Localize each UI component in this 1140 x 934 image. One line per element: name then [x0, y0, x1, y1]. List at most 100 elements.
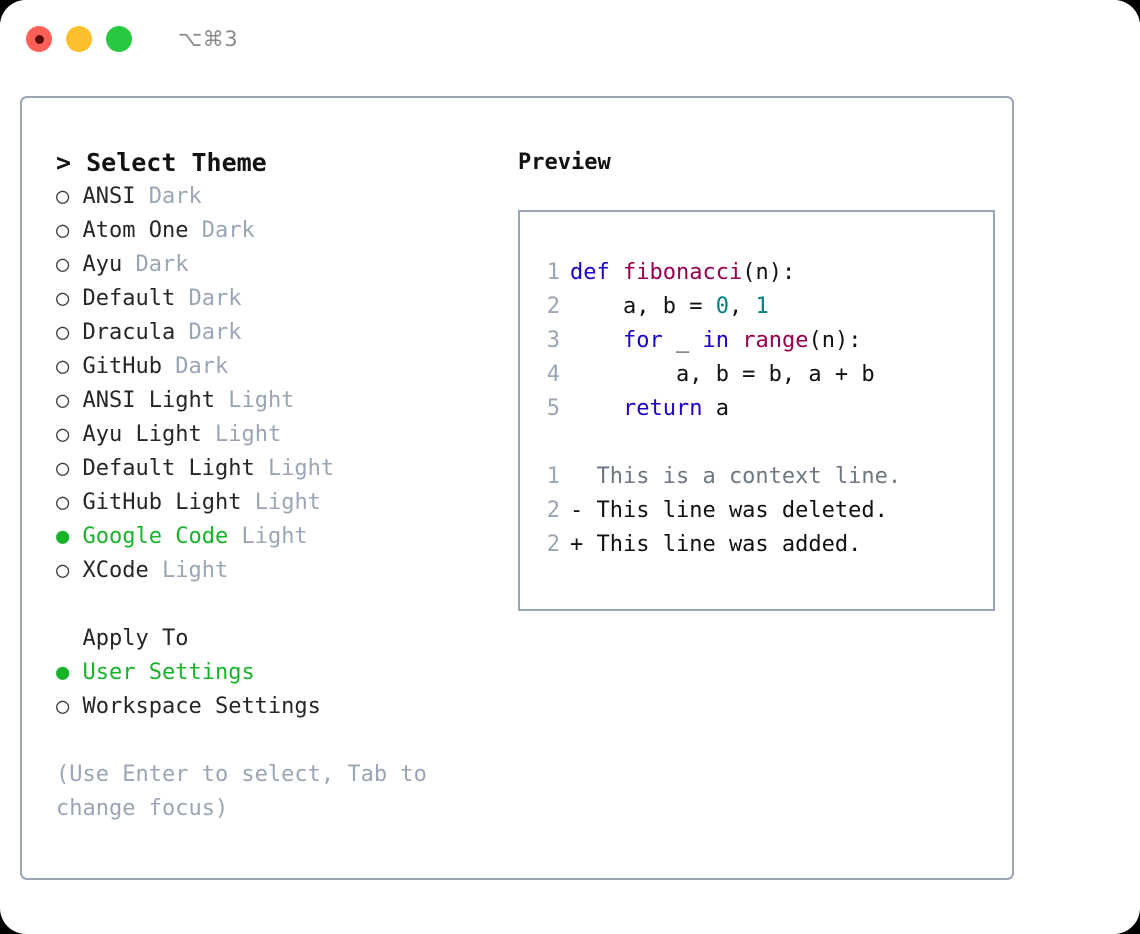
line-number: 2: [546, 294, 560, 319]
diff-line-text: - This line was deleted.: [570, 498, 888, 523]
theme-option-variant: Dark: [135, 252, 189, 277]
line-number: 1: [546, 464, 560, 489]
code-token: [570, 396, 623, 421]
list-spacer: [56, 588, 508, 622]
radio-selected-icon: ●: [56, 660, 70, 685]
theme-option-xcode[interactable]: ○ XCode Light: [56, 554, 508, 588]
code-line: 4 a, b = b, a + b: [538, 358, 993, 392]
title-bar: ⌥⌘3: [0, 0, 1140, 78]
theme-option-ayu-light[interactable]: ○ Ayu Light Light: [56, 418, 508, 452]
maximize-window-button[interactable]: [106, 26, 132, 52]
radio-unselected-icon: ○: [56, 218, 70, 243]
apply-to-list[interactable]: ● User Settings○ Workspace Settings: [56, 656, 508, 724]
theme-option-github[interactable]: ○ GitHub Dark: [56, 350, 508, 384]
theme-option-label: GitHub Light: [82, 490, 242, 515]
code-token: [729, 328, 742, 353]
radio-unselected-icon: ○: [56, 354, 70, 379]
diff-line-deleted: 2 - This line was deleted.: [538, 494, 993, 528]
apply-option-label: User Settings: [82, 660, 255, 685]
preview-heading: Preview: [518, 150, 611, 175]
main-panel: > Select Theme ○ ANSI Dark○ Atom One Dar…: [20, 96, 1014, 880]
code-token: a, b =: [570, 294, 716, 319]
minimize-window-button[interactable]: [66, 26, 92, 52]
radio-unselected-icon: ○: [56, 184, 70, 209]
code-token: 0: [715, 294, 729, 319]
code-token: a, b = b, a + b: [570, 362, 875, 387]
apply-to-heading: Apply To: [56, 626, 189, 651]
code-token: fibonacci: [622, 260, 743, 285]
theme-option-label: XCode: [82, 558, 149, 583]
theme-option-variant: Dark: [188, 320, 242, 345]
keyboard-shortcut-hint: ⌥⌘3: [178, 27, 239, 51]
code-line: 2 a, b = 0, 1: [538, 290, 993, 324]
diff-line-text: This is a context line.: [570, 464, 902, 489]
radio-unselected-icon: ○: [56, 320, 70, 345]
theme-option-label: Ayu: [82, 252, 123, 277]
select-theme-heading: > Select Theme: [56, 148, 267, 177]
code-token: a: [702, 396, 729, 421]
theme-option-ansi[interactable]: ○ ANSI Dark: [56, 180, 508, 214]
window-controls: [26, 26, 132, 52]
line-number: 3: [546, 328, 560, 353]
radio-unselected-icon: ○: [56, 694, 70, 719]
apply-option-label: Workspace Settings: [82, 694, 321, 719]
line-number: 1: [546, 260, 560, 285]
hint-spacer: [56, 724, 508, 758]
selection-column: > Select Theme ○ ANSI Dark○ Atom One Dar…: [38, 146, 508, 826]
theme-option-variant: Light: [254, 490, 321, 515]
theme-option-default[interactable]: ○ Default Dark: [56, 282, 508, 316]
theme-option-label: Dracula: [82, 320, 176, 345]
code-diff-spacer: [538, 426, 993, 460]
diff-line-context: 1 This is a context line.: [538, 460, 993, 494]
code-token: range: [742, 328, 809, 353]
close-window-button[interactable]: [26, 26, 52, 52]
apply-option-user-settings[interactable]: ● User Settings: [56, 656, 508, 690]
radio-unselected-icon: ○: [56, 388, 70, 413]
theme-option-label: ANSI Light: [82, 388, 215, 413]
code-token: def: [570, 260, 623, 285]
theme-option-google-code[interactable]: ● Google Code Light: [56, 520, 508, 554]
theme-option-variant: Light: [241, 524, 308, 549]
theme-option-label: Google Code: [82, 524, 229, 549]
theme-option-variant: Dark: [175, 354, 229, 379]
code-token: for: [622, 328, 663, 353]
diff-line-text: + This line was added.: [570, 532, 862, 557]
line-number: 2: [546, 498, 560, 523]
theme-option-atom-one[interactable]: ○ Atom One Dark: [56, 214, 508, 248]
theme-option-label: Default: [82, 286, 176, 311]
diff-sample: 1 This is a context line. 2 - This line wa…: [538, 460, 993, 562]
theme-option-label: Ayu Light: [82, 422, 202, 447]
theme-option-dracula[interactable]: ○ Dracula Dark: [56, 316, 508, 350]
radio-unselected-icon: ○: [56, 252, 70, 277]
code-token: _: [662, 328, 703, 353]
theme-option-variant: Light: [267, 456, 335, 481]
theme-option-variant: Light: [228, 388, 295, 413]
code-line: 5 return a: [538, 392, 993, 426]
code-line: 3 for _ in range(n):: [538, 324, 993, 358]
radio-unselected-icon: ○: [56, 558, 70, 583]
theme-option-label: Default Light: [82, 456, 255, 481]
code-token: (n):: [808, 328, 862, 353]
theme-option-github-light[interactable]: ○ GitHub Light Light: [56, 486, 508, 520]
line-number: 2: [546, 532, 560, 557]
theme-option-label: GitHub: [82, 354, 162, 379]
code-token: ,: [728, 294, 756, 319]
diff-line-added: 2 + This line was added.: [538, 528, 993, 562]
theme-option-ansi-light[interactable]: ○ ANSI Light Light: [56, 384, 508, 418]
code-token: 1: [755, 294, 769, 319]
theme-option-variant: Dark: [148, 184, 202, 209]
theme-list[interactable]: ○ ANSI Dark○ Atom One Dark○ Ayu Dark○ De…: [56, 180, 508, 588]
theme-option-default-light[interactable]: ○ Default Light Light: [56, 452, 508, 486]
theme-option-ayu[interactable]: ○ Ayu Dark: [56, 248, 508, 282]
line-number: 5: [546, 396, 560, 421]
code-token: [570, 328, 623, 353]
radio-selected-icon: ●: [56, 524, 70, 549]
radio-unselected-icon: ○: [56, 422, 70, 447]
theme-option-variant: Dark: [201, 218, 255, 243]
code-token: return: [622, 396, 703, 421]
apply-option-workspace-settings[interactable]: ○ Workspace Settings: [56, 690, 508, 724]
